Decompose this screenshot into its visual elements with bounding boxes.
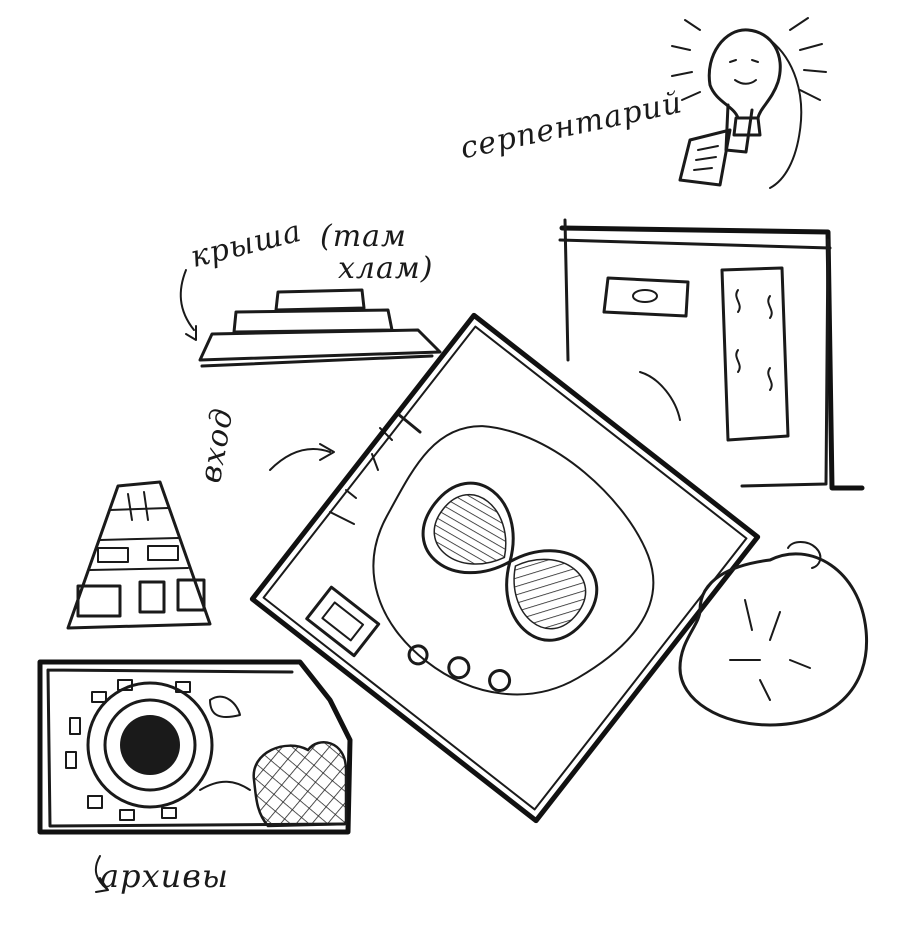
entrance-arrow xyxy=(269,412,422,525)
lightbulb-character-icon xyxy=(671,17,827,189)
tower-structure xyxy=(66,480,212,630)
roof-structure xyxy=(179,269,442,368)
archives-label: архивы xyxy=(100,857,229,895)
fruit-object xyxy=(678,541,869,727)
serpentarium-room xyxy=(558,218,865,491)
roof-note-line2: хлам) xyxy=(338,251,434,286)
main-room xyxy=(249,312,761,824)
roof-note-line1: (там xyxy=(320,219,407,254)
archives-room xyxy=(37,659,353,893)
